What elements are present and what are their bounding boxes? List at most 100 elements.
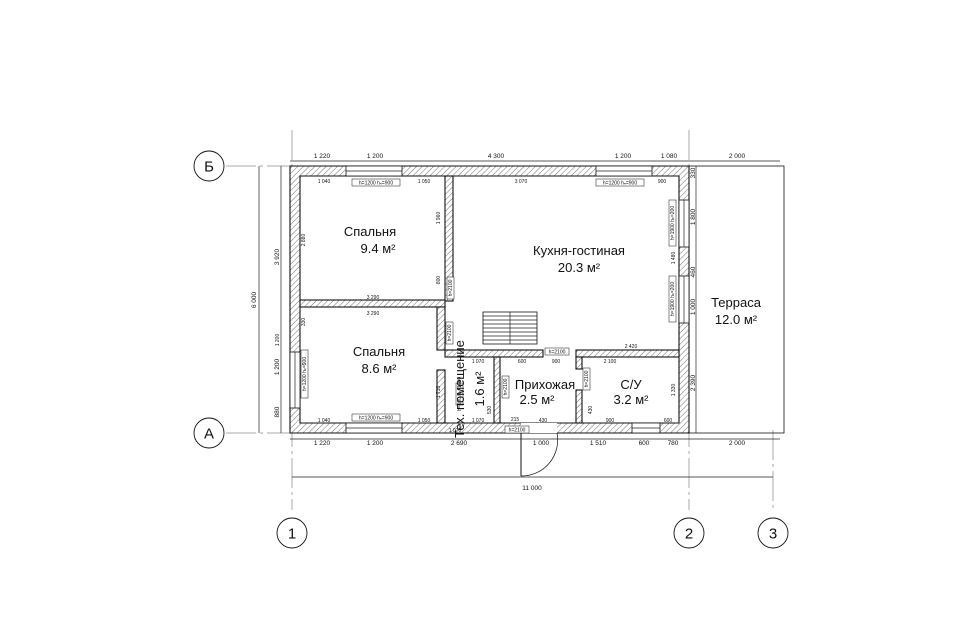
- svg-text:1 080: 1 080: [661, 153, 678, 160]
- left-dimension-chain: 6 000 3 920 1 200 880: [251, 248, 281, 417]
- svg-text:1 510: 1 510: [590, 440, 607, 447]
- svg-text:900: 900: [606, 418, 615, 424]
- svg-text:2 000: 2 000: [729, 153, 746, 160]
- svg-text:3 920: 3 920: [274, 248, 281, 265]
- svg-text:430: 430: [588, 406, 594, 415]
- svg-text:h=1900 hₙ=200: h=1900 hₙ=200: [670, 282, 676, 316]
- svg-text:1 800: 1 800: [690, 208, 697, 225]
- svg-text:Прихожая: Прихожая: [515, 377, 575, 392]
- svg-text:600: 600: [518, 359, 527, 365]
- svg-text:1: 1: [288, 526, 296, 543]
- room-hallway: Прихожая 2.5 м²: [515, 377, 575, 407]
- svg-text:215: 215: [511, 417, 520, 423]
- svg-text:А: А: [204, 426, 214, 443]
- axis-bubble-1: 1: [276, 517, 308, 549]
- svg-text:h=2100: h=2100: [509, 428, 526, 434]
- svg-text:8.6 м²: 8.6 м²: [362, 361, 398, 376]
- svg-text:1 200: 1 200: [367, 153, 384, 160]
- svg-text:h=1200 hₙ=900: h=1200 hₙ=900: [359, 416, 393, 422]
- axis-bubble-a: А: [193, 417, 225, 449]
- svg-text:h=2100: h=2100: [448, 279, 454, 296]
- svg-text:3.2 м²: 3.2 м²: [614, 392, 650, 407]
- svg-text:1 070: 1 070: [472, 359, 485, 365]
- svg-text:2 390: 2 390: [690, 374, 697, 391]
- interior-walls: [299, 175, 680, 424]
- dimension-lines: [258, 160, 780, 478]
- svg-text:Кухня-гостиная: Кухня-гостиная: [533, 243, 625, 258]
- svg-text:Тех. помещение: Тех. помещение: [452, 340, 467, 438]
- svg-text:h=1200 hₙ=900: h=1200 hₙ=900: [359, 181, 393, 187]
- svg-text:2 100: 2 100: [604, 359, 617, 365]
- inner-dimensions: 1 040 1 050 3 070 900 3 290 3 290 1 960 …: [275, 179, 677, 434]
- svg-text:9.4 м²: 9.4 м²: [361, 241, 397, 256]
- room-bedroom-2: Спальня 8.6 м²: [353, 344, 405, 376]
- svg-text:600: 600: [664, 418, 673, 424]
- svg-text:1 200: 1 200: [367, 440, 384, 447]
- svg-text:3 070: 3 070: [515, 179, 528, 185]
- svg-text:h=600 hₙ=1400: h=600 hₙ=1400: [457, 377, 463, 411]
- svg-text:2 420: 2 420: [625, 344, 638, 350]
- svg-text:3 290: 3 290: [367, 295, 380, 301]
- room-terrace: Терраса 12.0 м²: [711, 295, 762, 327]
- svg-text:900: 900: [658, 179, 667, 185]
- svg-text:1 070: 1 070: [472, 418, 485, 424]
- svg-text:2.5 м²: 2.5 м²: [520, 392, 556, 407]
- svg-text:1 960: 1 960: [436, 212, 442, 225]
- svg-text:1.6 м²: 1.6 м²: [472, 371, 487, 407]
- top-dimension-chain: 1 220 1 200 4 300 1 200 1 080 2 000: [314, 153, 746, 160]
- svg-text:h=1200 hₙ=900: h=1200 hₙ=900: [603, 181, 637, 187]
- svg-text:900: 900: [552, 359, 561, 365]
- svg-text:430: 430: [539, 418, 548, 424]
- svg-text:1 000: 1 000: [690, 298, 697, 315]
- svg-text:880: 880: [274, 406, 281, 417]
- axis-bubble-3: 3: [757, 517, 789, 549]
- room-utility: Тех. помещение 1.6 м²: [452, 340, 487, 438]
- svg-text:Спальня: Спальня: [344, 224, 396, 239]
- svg-text:1 050: 1 050: [418, 179, 431, 185]
- svg-text:1 220: 1 220: [314, 153, 331, 160]
- svg-text:h=2100: h=2100: [447, 324, 453, 341]
- svg-text:2 690: 2 690: [451, 440, 468, 447]
- outer-walls: [289, 165, 690, 434]
- svg-text:3: 3: [769, 526, 777, 543]
- svg-text:2 880: 2 880: [301, 234, 307, 247]
- room-bedroom-1: Спальня 9.4 м²: [344, 224, 396, 256]
- svg-text:1 480: 1 480: [671, 252, 677, 265]
- svg-text:1 200: 1 200: [615, 153, 632, 160]
- bottom-dimension-chain: 1 220 1 200 2 690 1 000 1 510 600 780 2 …: [314, 440, 746, 492]
- svg-text:1 000: 1 000: [533, 440, 550, 447]
- svg-text:h=2100: h=2100: [549, 350, 566, 356]
- svg-text:1 200: 1 200: [275, 334, 281, 347]
- entry-door: [520, 423, 558, 477]
- svg-text:Б: Б: [204, 159, 214, 176]
- svg-text:330: 330: [301, 318, 307, 327]
- svg-text:6 000: 6 000: [251, 291, 258, 308]
- svg-text:2: 2: [685, 526, 693, 543]
- axis-bubble-2: 2: [673, 517, 705, 549]
- svg-text:1 200: 1 200: [274, 358, 281, 375]
- right-dimension-chain: 330 1 800 460 1 000 2 390: [690, 167, 697, 391]
- room-kitchen-living: Кухня-гостиная 20.3 м²: [533, 243, 625, 275]
- svg-text:2 000: 2 000: [729, 440, 746, 447]
- stair: [482, 311, 538, 345]
- svg-text:3 290: 3 290: [367, 311, 380, 317]
- svg-text:Спальня: Спальня: [353, 344, 405, 359]
- svg-text:530: 530: [487, 406, 493, 415]
- svg-text:460: 460: [690, 266, 697, 277]
- svg-text:1 040: 1 040: [318, 179, 331, 185]
- axis-bubble-b: Б: [193, 150, 225, 182]
- svg-text:600: 600: [639, 440, 650, 447]
- svg-text:20.3 м²: 20.3 м²: [558, 260, 601, 275]
- opening-tags: h=1200 hₙ=900 h=1200 hₙ=900 h=1900 hₙ=20…: [300, 178, 677, 434]
- svg-text:11 000: 11 000: [522, 485, 542, 492]
- svg-text:h=2100: h=2100: [503, 378, 509, 395]
- svg-text:h=1200 hₙ=900: h=1200 hₙ=900: [302, 357, 308, 391]
- svg-text:1 070: 1 070: [449, 428, 462, 434]
- svg-text:12.0 м²: 12.0 м²: [715, 312, 758, 327]
- svg-text:1 710: 1 710: [436, 386, 442, 399]
- svg-text:780: 780: [668, 440, 679, 447]
- svg-text:1 220: 1 220: [314, 440, 331, 447]
- svg-text:h=1900 hₙ=200: h=1900 hₙ=200: [670, 206, 676, 240]
- svg-text:1 330: 1 330: [671, 384, 677, 397]
